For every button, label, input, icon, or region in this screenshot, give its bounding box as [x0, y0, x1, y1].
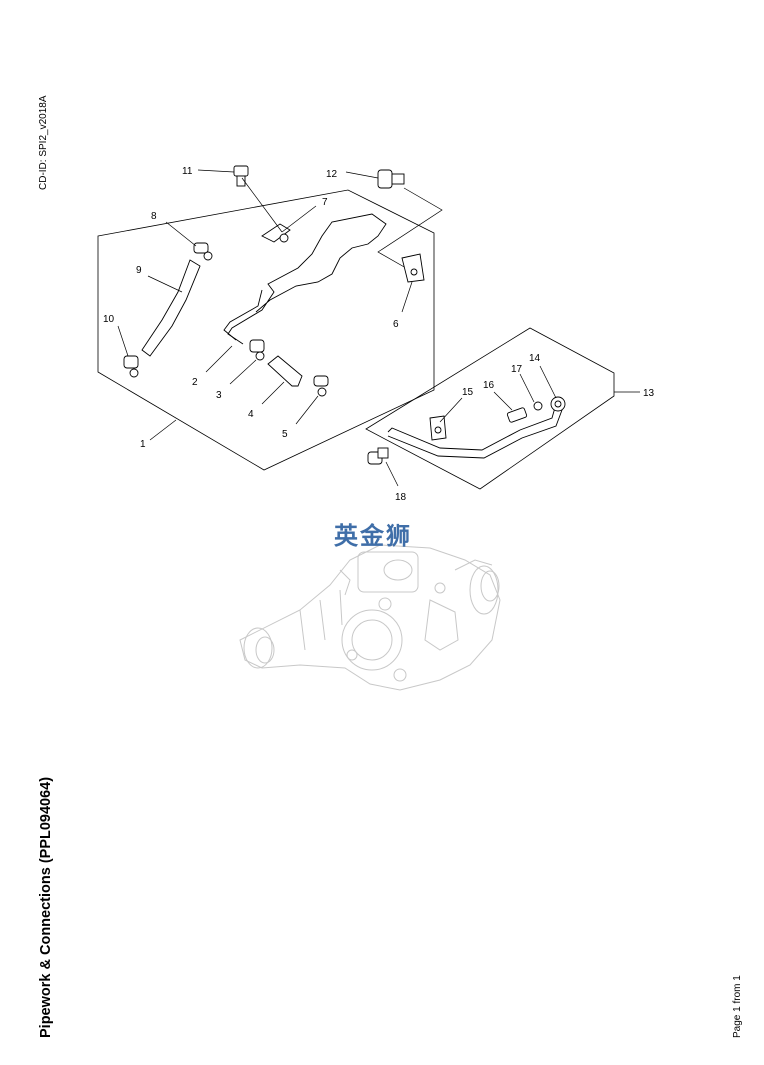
washer-17 [533, 401, 543, 411]
callout-12: 12 [326, 169, 338, 180]
callout-18: 18 [395, 492, 407, 503]
callout-2: 2 [192, 377, 198, 388]
bolt-18 [367, 447, 389, 465]
callout-11: 11 [182, 166, 193, 177]
gasket-15 [429, 415, 447, 441]
hose-9 [141, 259, 201, 357]
callout-13: 13 [643, 388, 655, 399]
watermark-logo: 英金狮 [334, 522, 412, 550]
hose-4 [267, 355, 303, 387]
kit-1-frame [97, 189, 435, 471]
callout-16: 16 [483, 380, 495, 391]
leader-lines [117, 169, 640, 487]
callout-15: 15 [462, 387, 474, 398]
clip-5 [313, 375, 329, 397]
pipe-2 [227, 213, 387, 345]
clip-10 [123, 355, 139, 378]
clip-8 [193, 242, 213, 261]
callout-10: 10 [103, 314, 115, 325]
bolt-12 [377, 169, 405, 189]
turbocharger-ghost-illustration [239, 544, 501, 691]
bracket-6 [401, 253, 425, 283]
bolt-11 [233, 165, 249, 187]
callout-5: 5 [282, 429, 288, 440]
kit-13-frame [365, 327, 615, 490]
callout-1: 1 [140, 439, 146, 450]
bolt-12-locator-line [377, 187, 443, 277]
clip-3 [249, 339, 265, 361]
banjo-14 [550, 396, 566, 412]
clip-7 [261, 223, 291, 243]
banjo-bolt-16 [506, 407, 528, 423]
callout-8: 8 [151, 211, 157, 222]
callout-17: 17 [511, 364, 523, 375]
callout-3: 3 [216, 390, 222, 401]
callout-7: 7 [322, 197, 328, 208]
callout-9: 9 [136, 265, 142, 276]
callout-6: 6 [393, 319, 399, 330]
callout-14: 14 [529, 353, 541, 364]
callout-labels: 1 2 3 4 5 6 7 8 9 10 11 12 13 14 15 16 1… [103, 166, 655, 503]
callout-4: 4 [248, 409, 254, 420]
